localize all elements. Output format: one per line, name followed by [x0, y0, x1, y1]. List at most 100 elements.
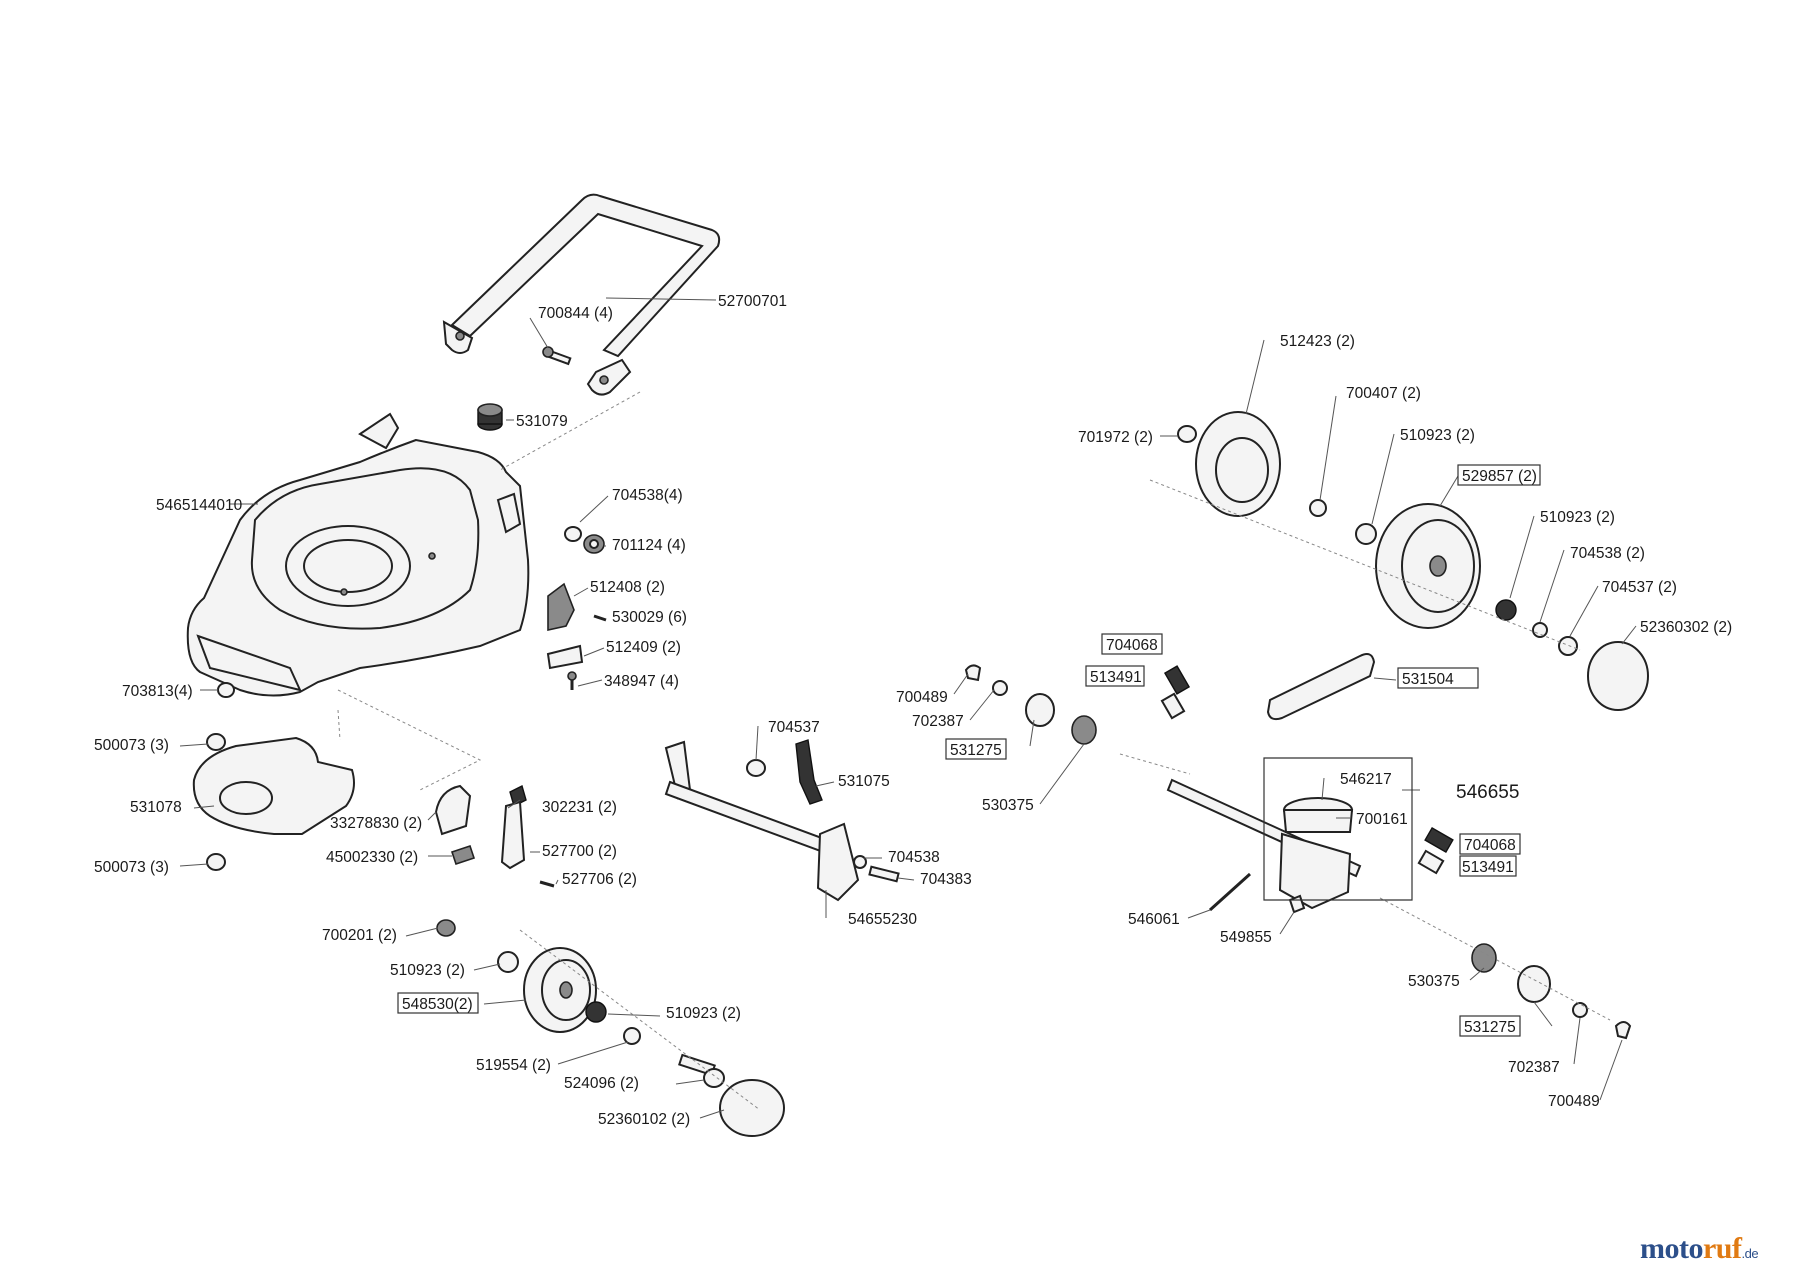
dashed-guides [337, 391, 1611, 1111]
label-chute: 531078 [130, 799, 182, 816]
label-gear-r: 531275 [1464, 1019, 1516, 1036]
label-handle: 52700701 [718, 293, 787, 310]
label-washer-l: 702387 [912, 713, 964, 730]
front-cap [719, 1079, 785, 1137]
brand-logo: motoruf.de [1640, 1232, 1759, 1266]
label-washer-r3: 704538 (2) [1570, 545, 1645, 562]
label-pawl-l: 530375 [982, 797, 1034, 814]
rear-bearing-2 [1495, 599, 1517, 621]
deck-washer [564, 526, 582, 542]
plug-part [477, 403, 503, 431]
label-cap-front: 52360102 (2) [598, 1111, 690, 1128]
label-nut-front: 703813(4) [122, 683, 193, 700]
label-pulley: 546217 [1340, 771, 1392, 788]
label-lever-screw: 527706 (2) [562, 871, 637, 888]
label-pin-l: 513491 [1090, 669, 1142, 686]
gear-left [1025, 693, 1055, 727]
label-spring-l: 704068 [1106, 637, 1158, 654]
axle-nut [746, 759, 766, 777]
label-bush-bot: 500073 (3) [94, 859, 169, 876]
gear-right [1517, 965, 1551, 1003]
label-clip-r: 700489 [1548, 1093, 1600, 1110]
label-cap-rear: 52360302 (2) [1640, 619, 1732, 636]
bracket-b [546, 644, 584, 670]
label-boxes [397, 464, 1541, 1037]
label-bearing-r1: 510923 (2) [1400, 427, 1475, 444]
label-washer-deck: 704538(4) [612, 487, 683, 504]
front-wheel-nut [436, 919, 456, 937]
screw-b [567, 671, 577, 690]
label-height-lever: 527700 (2) [542, 843, 617, 860]
rear-washer-2 [1309, 499, 1327, 517]
brand-part-a: moto [1640, 1232, 1703, 1265]
belt-part [1266, 653, 1376, 721]
front-bearing-left [497, 951, 519, 973]
lever-segment [434, 784, 472, 836]
pawl-left [1071, 715, 1097, 745]
label-pin-r: 513491 [1462, 859, 1514, 876]
label-bracket-a: 512408 (2) [590, 579, 665, 596]
label-cable-pin: 546061 [1128, 911, 1180, 928]
axle-bolt-part [678, 1053, 725, 1088]
label-washer-r2: 700407 (2) [1346, 385, 1421, 402]
label-gear-l: 531275 [950, 742, 1002, 759]
spring-right [1424, 826, 1454, 854]
label-key: 700161 [1356, 811, 1408, 828]
chute-part [192, 736, 355, 835]
label-spring-r: 704068 [1464, 837, 1516, 854]
bushing-bottom [206, 853, 226, 871]
bracket-a [547, 582, 575, 631]
rear-washer-1 [1177, 425, 1197, 443]
bushing-top [206, 733, 226, 751]
label-deck: 5465144010 [156, 497, 243, 514]
handle-bolt [542, 346, 572, 366]
label-handle-bolt: 700844 (4) [538, 305, 613, 322]
cable-pin-part [1208, 872, 1252, 912]
front-bearing-right [585, 1001, 607, 1023]
label-nut-deck: 701124 (4) [612, 537, 686, 554]
label-fork: 549855 [1220, 929, 1272, 946]
screw-a [593, 614, 607, 622]
label-bearing-fr: 510923 (2) [666, 1005, 741, 1022]
label-screw-b: 348947 (4) [604, 673, 679, 690]
label-bush-top: 500073 (3) [94, 737, 169, 754]
part-labels: 52700701 700844 (4) 531079 5465144010 70… [94, 293, 1732, 1128]
height-lever [500, 800, 526, 870]
label-washer-r1: 701972 (2) [1078, 429, 1153, 446]
rear-hub-cap [1195, 411, 1281, 517]
label-washer-rr: 702387 [1508, 1059, 1560, 1076]
label-hub-cap-r: 512423 (2) [1280, 333, 1355, 350]
pin-right [1417, 849, 1445, 875]
brand-part-c: .de [1741, 1246, 1759, 1261]
front-spacer [623, 1027, 641, 1045]
rear-bearing-1 [1355, 523, 1377, 545]
label-nut-axle: 704537 [768, 719, 820, 736]
label-washer-axle: 704538 [888, 849, 940, 866]
small-plate [450, 844, 476, 866]
rear-wheel-part [1375, 503, 1481, 629]
label-gearbox: 546655 [1456, 782, 1519, 803]
deck-nut [583, 534, 605, 554]
washer-right [1572, 1002, 1588, 1018]
label-pawl-r: 530375 [1408, 973, 1460, 990]
label-spacer-f: 519554 (2) [476, 1057, 551, 1074]
label-plate-small: 45002330 (2) [326, 849, 418, 866]
label-screw-a: 530029 (6) [612, 609, 687, 626]
label-knob: 302231 (2) [542, 799, 617, 816]
front-wheel [523, 947, 597, 1033]
washer-left [992, 680, 1008, 696]
gearbox-part [1278, 797, 1354, 910]
axle-assembly-part [664, 740, 860, 902]
label-lever-seg: 33278830 (2) [330, 815, 422, 832]
brand-part-b: ruf [1702, 1232, 1742, 1265]
label-belt: 531504 [1402, 671, 1454, 688]
lever-screw [539, 880, 555, 888]
label-bracket-b: 512409 (2) [606, 639, 681, 656]
gearbox-frame [1263, 757, 1413, 901]
label-nut-r: 704537 (2) [1602, 579, 1677, 596]
label-bearing-fl: 510923 (2) [390, 962, 465, 979]
axle-bolt2 [868, 865, 900, 883]
label-axle-bolt: 524096 (2) [564, 1075, 639, 1092]
front-nut [217, 682, 235, 698]
